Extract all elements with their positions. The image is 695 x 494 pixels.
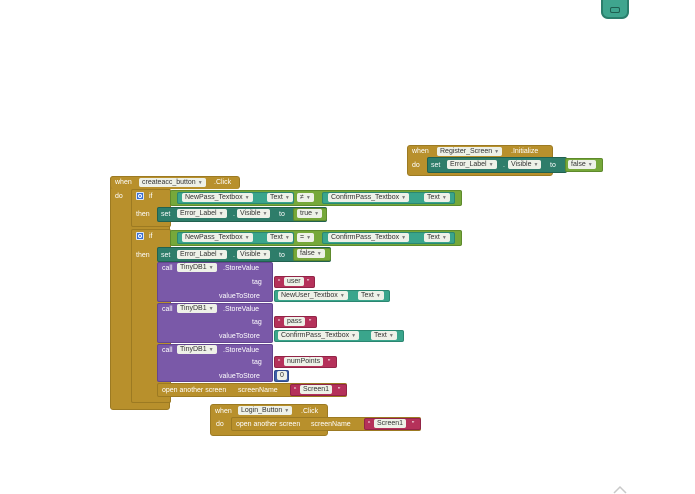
call2-tag-label: tag bbox=[252, 319, 262, 326]
call2-db-dropdown[interactable]: TinyDB1▼ bbox=[177, 304, 217, 313]
if2-left-property-dropdown[interactable]: Text▼ bbox=[267, 233, 293, 242]
main-screen-close-quote: ” bbox=[338, 387, 341, 394]
call1-vts-label: valueToStore bbox=[219, 293, 260, 300]
if1-right-property-dropdown[interactable]: Text▼ bbox=[424, 193, 450, 202]
workspace-corner-icon[interactable] bbox=[612, 484, 628, 494]
if2-property-dropdown[interactable]: Visible▼ bbox=[237, 250, 271, 259]
call1-tag-value[interactable]: user bbox=[284, 277, 304, 286]
createacc-when-label: when bbox=[115, 179, 132, 186]
login-component-dropdown[interactable]: Login_Button▼ bbox=[238, 406, 293, 415]
createacc-component-dropdown[interactable]: createacc_button▼ bbox=[139, 178, 206, 187]
call2-tag-open-quote: “ bbox=[278, 319, 281, 326]
call2-value-component-dropdown[interactable]: ConfirmPass_Textbox▼ bbox=[278, 331, 360, 340]
call3-tag-open-quote: “ bbox=[278, 359, 281, 366]
call2-call-label: call bbox=[162, 306, 173, 313]
call2-tag-value[interactable]: pass bbox=[284, 317, 305, 326]
login-screen-open-quote: “ bbox=[368, 421, 371, 428]
init-component-dropdown[interactable]: Register_Screen▼ bbox=[437, 147, 503, 156]
init-dot-label: . bbox=[503, 162, 505, 169]
init-false-dropdown[interactable]: false▼ bbox=[568, 160, 596, 169]
login-do-label: do bbox=[216, 421, 224, 428]
call3-tag-label: tag bbox=[252, 359, 262, 366]
login-screen-close-quote: ” bbox=[412, 421, 415, 428]
call1-value-property-dropdown[interactable]: Text▼ bbox=[358, 291, 384, 300]
login-screen-name-value[interactable]: Screen1 bbox=[374, 419, 407, 428]
init-to-label: to bbox=[550, 162, 556, 169]
call2-tag-close-quote: ” bbox=[309, 319, 312, 326]
if2-then-label: then bbox=[136, 252, 150, 259]
if1-right-component-dropdown[interactable]: ConfirmPass_Textbox▼ bbox=[328, 193, 410, 202]
call1-value-component-dropdown[interactable]: NewUser_Textbox▼ bbox=[278, 291, 348, 300]
if2-right-component-dropdown[interactable]: ConfirmPass_Textbox▼ bbox=[328, 233, 410, 242]
main-screen-name-label: screenName bbox=[238, 387, 278, 394]
call2-vts-label: valueToStore bbox=[219, 333, 260, 340]
if2-left-component-dropdown[interactable]: NewPass_Textbox▼ bbox=[182, 233, 253, 242]
call2-value-property-dropdown[interactable]: Text▼ bbox=[371, 331, 397, 340]
call1-db-dropdown[interactable]: TinyDB1▼ bbox=[177, 263, 217, 272]
backpack-pocket-icon bbox=[610, 7, 620, 13]
call3-vts-label: valueToStore bbox=[219, 373, 260, 380]
if2-right-property-dropdown[interactable]: Text▼ bbox=[424, 233, 450, 242]
call3-db-dropdown[interactable]: TinyDB1▼ bbox=[177, 345, 217, 354]
call1-tag-close-quote: ” bbox=[307, 279, 310, 286]
call3-tag-value[interactable]: numPoints bbox=[284, 357, 324, 366]
init-property-dropdown[interactable]: Visible▼ bbox=[508, 160, 542, 169]
call1-tag-label: tag bbox=[252, 279, 262, 286]
call1-tag-open-quote: “ bbox=[278, 279, 281, 286]
call1-method-label: .StoreValue bbox=[223, 265, 260, 272]
call3-tag-close-quote: ” bbox=[328, 359, 331, 366]
init-when-label: when bbox=[412, 148, 429, 155]
if1-left-property-dropdown[interactable]: Text▼ bbox=[267, 193, 293, 202]
if1-operator-dropdown[interactable]: ≠▼ bbox=[297, 193, 314, 202]
store-pass-call-block[interactable] bbox=[157, 303, 273, 343]
if1-dot-label: . bbox=[233, 211, 235, 218]
init-set-label: set bbox=[431, 162, 441, 169]
if1-then-label: then bbox=[136, 211, 150, 218]
backpack-icon[interactable] bbox=[601, 0, 629, 19]
login-screen-name-label: screenName bbox=[311, 421, 351, 428]
if2-set-label: set bbox=[161, 252, 171, 259]
main-screen-open-quote: “ bbox=[294, 387, 297, 394]
if2-to-label: to bbox=[279, 252, 285, 259]
login-event-label: .Click bbox=[301, 408, 319, 415]
createacc-event-label: .Click bbox=[214, 179, 232, 186]
createacc-do-label: do bbox=[115, 193, 123, 200]
if2-target-dropdown[interactable]: Error_Label▼ bbox=[177, 250, 227, 259]
login-open-screen-label: open another screen bbox=[236, 421, 301, 428]
main-screen-name-value[interactable]: Screen1 bbox=[300, 385, 333, 394]
login-when-label: when bbox=[215, 408, 232, 415]
if2-operator-dropdown[interactable]: =▼ bbox=[297, 233, 315, 242]
init-target-dropdown[interactable]: Error_Label▼ bbox=[447, 160, 497, 169]
if2-if-label: if bbox=[149, 233, 153, 240]
if2-mutator-gear-icon[interactable] bbox=[136, 232, 144, 240]
main-open-screen-label: open another screen bbox=[162, 387, 227, 394]
if1-mutator-gear-icon[interactable] bbox=[136, 192, 144, 200]
if1-property-dropdown[interactable]: Visible▼ bbox=[237, 209, 271, 218]
if1-true-dropdown[interactable]: true▼ bbox=[297, 209, 323, 218]
call3-method-label: .StoreValue bbox=[223, 347, 260, 354]
if2-false-dropdown[interactable]: false▼ bbox=[297, 249, 325, 258]
call2-method-label: .StoreValue bbox=[223, 306, 260, 313]
if1-to-label: to bbox=[279, 211, 285, 218]
init-do-label: do bbox=[412, 162, 420, 169]
call1-call-label: call bbox=[162, 265, 173, 272]
init-event-label: .Initialize bbox=[511, 148, 539, 155]
call3-number-value[interactable]: 0 bbox=[277, 371, 287, 380]
if1-set-label: set bbox=[161, 211, 171, 218]
call3-call-label: call bbox=[162, 347, 173, 354]
if2-dot-label: . bbox=[233, 252, 235, 259]
if1-if-label: if bbox=[149, 193, 153, 200]
if1-left-component-dropdown[interactable]: NewPass_Textbox▼ bbox=[182, 193, 253, 202]
if1-target-dropdown[interactable]: Error_Label▼ bbox=[177, 209, 227, 218]
